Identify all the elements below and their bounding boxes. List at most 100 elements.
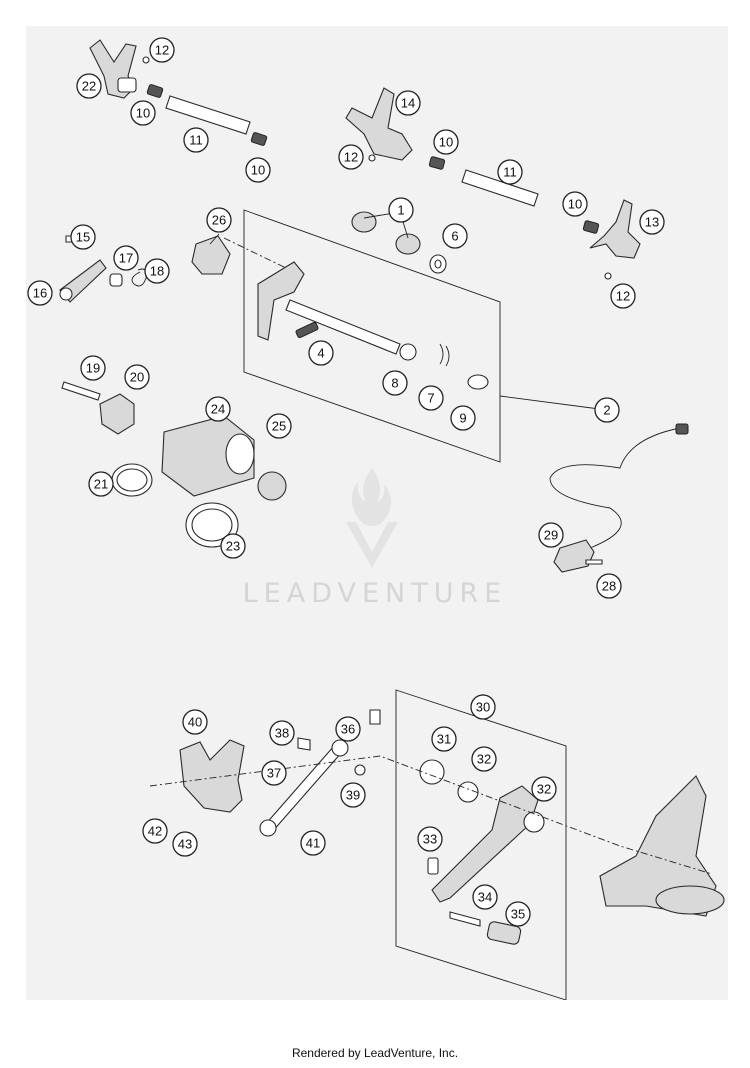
callout-circle bbox=[431, 726, 457, 752]
callout-31[interactable]: 31 bbox=[431, 726, 457, 752]
callout-circle bbox=[562, 191, 588, 217]
bearing-32b bbox=[523, 811, 545, 833]
callout-20[interactable]: 20 bbox=[124, 364, 150, 390]
callout-10[interactable]: 10 bbox=[562, 191, 588, 217]
callout-33[interactable]: 33 bbox=[417, 826, 443, 852]
callout-40[interactable]: 40 bbox=[182, 709, 208, 735]
callout-32[interactable]: 32 bbox=[531, 776, 557, 802]
callout-circle bbox=[88, 471, 114, 497]
callout-number: 37 bbox=[267, 766, 281, 781]
callout-number: 10 bbox=[439, 135, 453, 150]
callout-circle bbox=[388, 197, 414, 223]
callout-number: 36 bbox=[341, 722, 355, 737]
callout-24[interactable]: 24 bbox=[205, 396, 231, 422]
callout-circle bbox=[450, 405, 476, 431]
callout-circle bbox=[497, 159, 523, 185]
callout-circle bbox=[149, 37, 175, 63]
part-25-shift-drum-bearing-cap bbox=[257, 471, 287, 501]
callout-39[interactable]: 39 bbox=[340, 782, 366, 808]
callout-30[interactable]: 30 bbox=[470, 694, 496, 720]
callout-number: 41 bbox=[306, 836, 320, 851]
callout-number: 1 bbox=[397, 203, 404, 218]
watermark-logo bbox=[346, 468, 398, 568]
callout-10[interactable]: 10 bbox=[130, 100, 156, 126]
callout-number: 18 bbox=[150, 264, 164, 279]
callout-42[interactable]: 42 bbox=[142, 818, 168, 844]
callout-12[interactable]: 12 bbox=[149, 37, 175, 63]
callout-28[interactable]: 28 bbox=[596, 573, 622, 599]
callout-circle bbox=[340, 782, 366, 808]
shift-shaft bbox=[257, 261, 489, 390]
callout-number: 32 bbox=[477, 752, 491, 767]
callout-37[interactable]: 37 bbox=[261, 760, 287, 786]
callout-number: 2 bbox=[603, 403, 610, 418]
callout-13[interactable]: 13 bbox=[639, 209, 665, 235]
callout-26[interactable]: 26 bbox=[206, 207, 232, 233]
callout-22[interactable]: 22 bbox=[76, 73, 102, 99]
part-4-spring bbox=[295, 321, 319, 339]
callout-number: 42 bbox=[148, 824, 162, 839]
callout-10[interactable]: 10 bbox=[433, 129, 459, 155]
shift-rod-37 bbox=[259, 739, 349, 837]
callout-12[interactable]: 12 bbox=[610, 283, 636, 309]
callout-circle bbox=[261, 760, 287, 786]
callout-10[interactable]: 10 bbox=[245, 157, 271, 183]
callout-16[interactable]: 16 bbox=[27, 280, 53, 306]
callout-circle bbox=[172, 831, 198, 857]
callout-circle bbox=[269, 720, 295, 746]
part-12-dowel bbox=[142, 56, 150, 64]
callout-number: 15 bbox=[76, 230, 90, 245]
callout-19[interactable]: 19 bbox=[80, 355, 106, 381]
callout-15[interactable]: 15 bbox=[70, 224, 96, 250]
callout-25[interactable]: 25 bbox=[266, 413, 292, 439]
callout-circle bbox=[205, 396, 231, 422]
callout-32[interactable]: 32 bbox=[471, 746, 497, 772]
kit-frame-2 bbox=[243, 209, 501, 463]
callout-number: 23 bbox=[226, 539, 240, 554]
callout-circle bbox=[596, 573, 622, 599]
callout-number: 20 bbox=[130, 370, 144, 385]
callout-34[interactable]: 34 bbox=[472, 884, 498, 910]
callout-circle bbox=[472, 884, 498, 910]
callout-38[interactable]: 38 bbox=[269, 720, 295, 746]
callout-41[interactable]: 41 bbox=[300, 830, 326, 856]
callout-circle bbox=[395, 90, 421, 116]
shift-drum-24 bbox=[161, 415, 255, 497]
callout-11[interactable]: 11 bbox=[497, 159, 523, 185]
callout-4[interactable]: 4 bbox=[308, 340, 334, 366]
callout-7[interactable]: 7 bbox=[418, 385, 444, 411]
callout-14[interactable]: 14 bbox=[395, 90, 421, 116]
callout-21[interactable]: 21 bbox=[88, 471, 114, 497]
callout-2[interactable]: 2 bbox=[594, 397, 620, 423]
callout-11[interactable]: 11 bbox=[183, 127, 209, 153]
callout-circle bbox=[142, 818, 168, 844]
callout-circle bbox=[639, 209, 665, 235]
callout-8[interactable]: 8 bbox=[382, 370, 408, 396]
callout-number: 7 bbox=[427, 391, 434, 406]
callout-29[interactable]: 29 bbox=[538, 522, 564, 548]
callout-circle bbox=[418, 385, 444, 411]
callout-circle bbox=[220, 533, 246, 559]
part-20-locking-lever bbox=[99, 393, 135, 435]
callout-43[interactable]: 43 bbox=[172, 831, 198, 857]
callout-circle bbox=[70, 224, 96, 250]
callout-number: 32 bbox=[537, 782, 551, 797]
callout-circle bbox=[183, 127, 209, 153]
callout-number: 29 bbox=[544, 528, 558, 543]
callout-9[interactable]: 9 bbox=[450, 405, 476, 431]
callout-6[interactable]: 6 bbox=[442, 223, 468, 249]
callout-23[interactable]: 23 bbox=[220, 533, 246, 559]
callout-circle bbox=[124, 364, 150, 390]
callout-1[interactable]: 1 bbox=[388, 197, 414, 223]
callout-18[interactable]: 18 bbox=[144, 258, 170, 284]
callout-number: 10 bbox=[251, 163, 265, 178]
callout-12[interactable]: 12 bbox=[338, 144, 364, 170]
callout-circle bbox=[417, 826, 443, 852]
callout-36[interactable]: 36 bbox=[335, 716, 361, 742]
roller-1a bbox=[351, 211, 377, 233]
shift-fork-14 bbox=[345, 87, 413, 161]
callout-circle bbox=[471, 746, 497, 772]
callout-35[interactable]: 35 bbox=[505, 901, 531, 927]
callout-number: 6 bbox=[451, 229, 458, 244]
callout-17[interactable]: 17 bbox=[113, 245, 139, 271]
